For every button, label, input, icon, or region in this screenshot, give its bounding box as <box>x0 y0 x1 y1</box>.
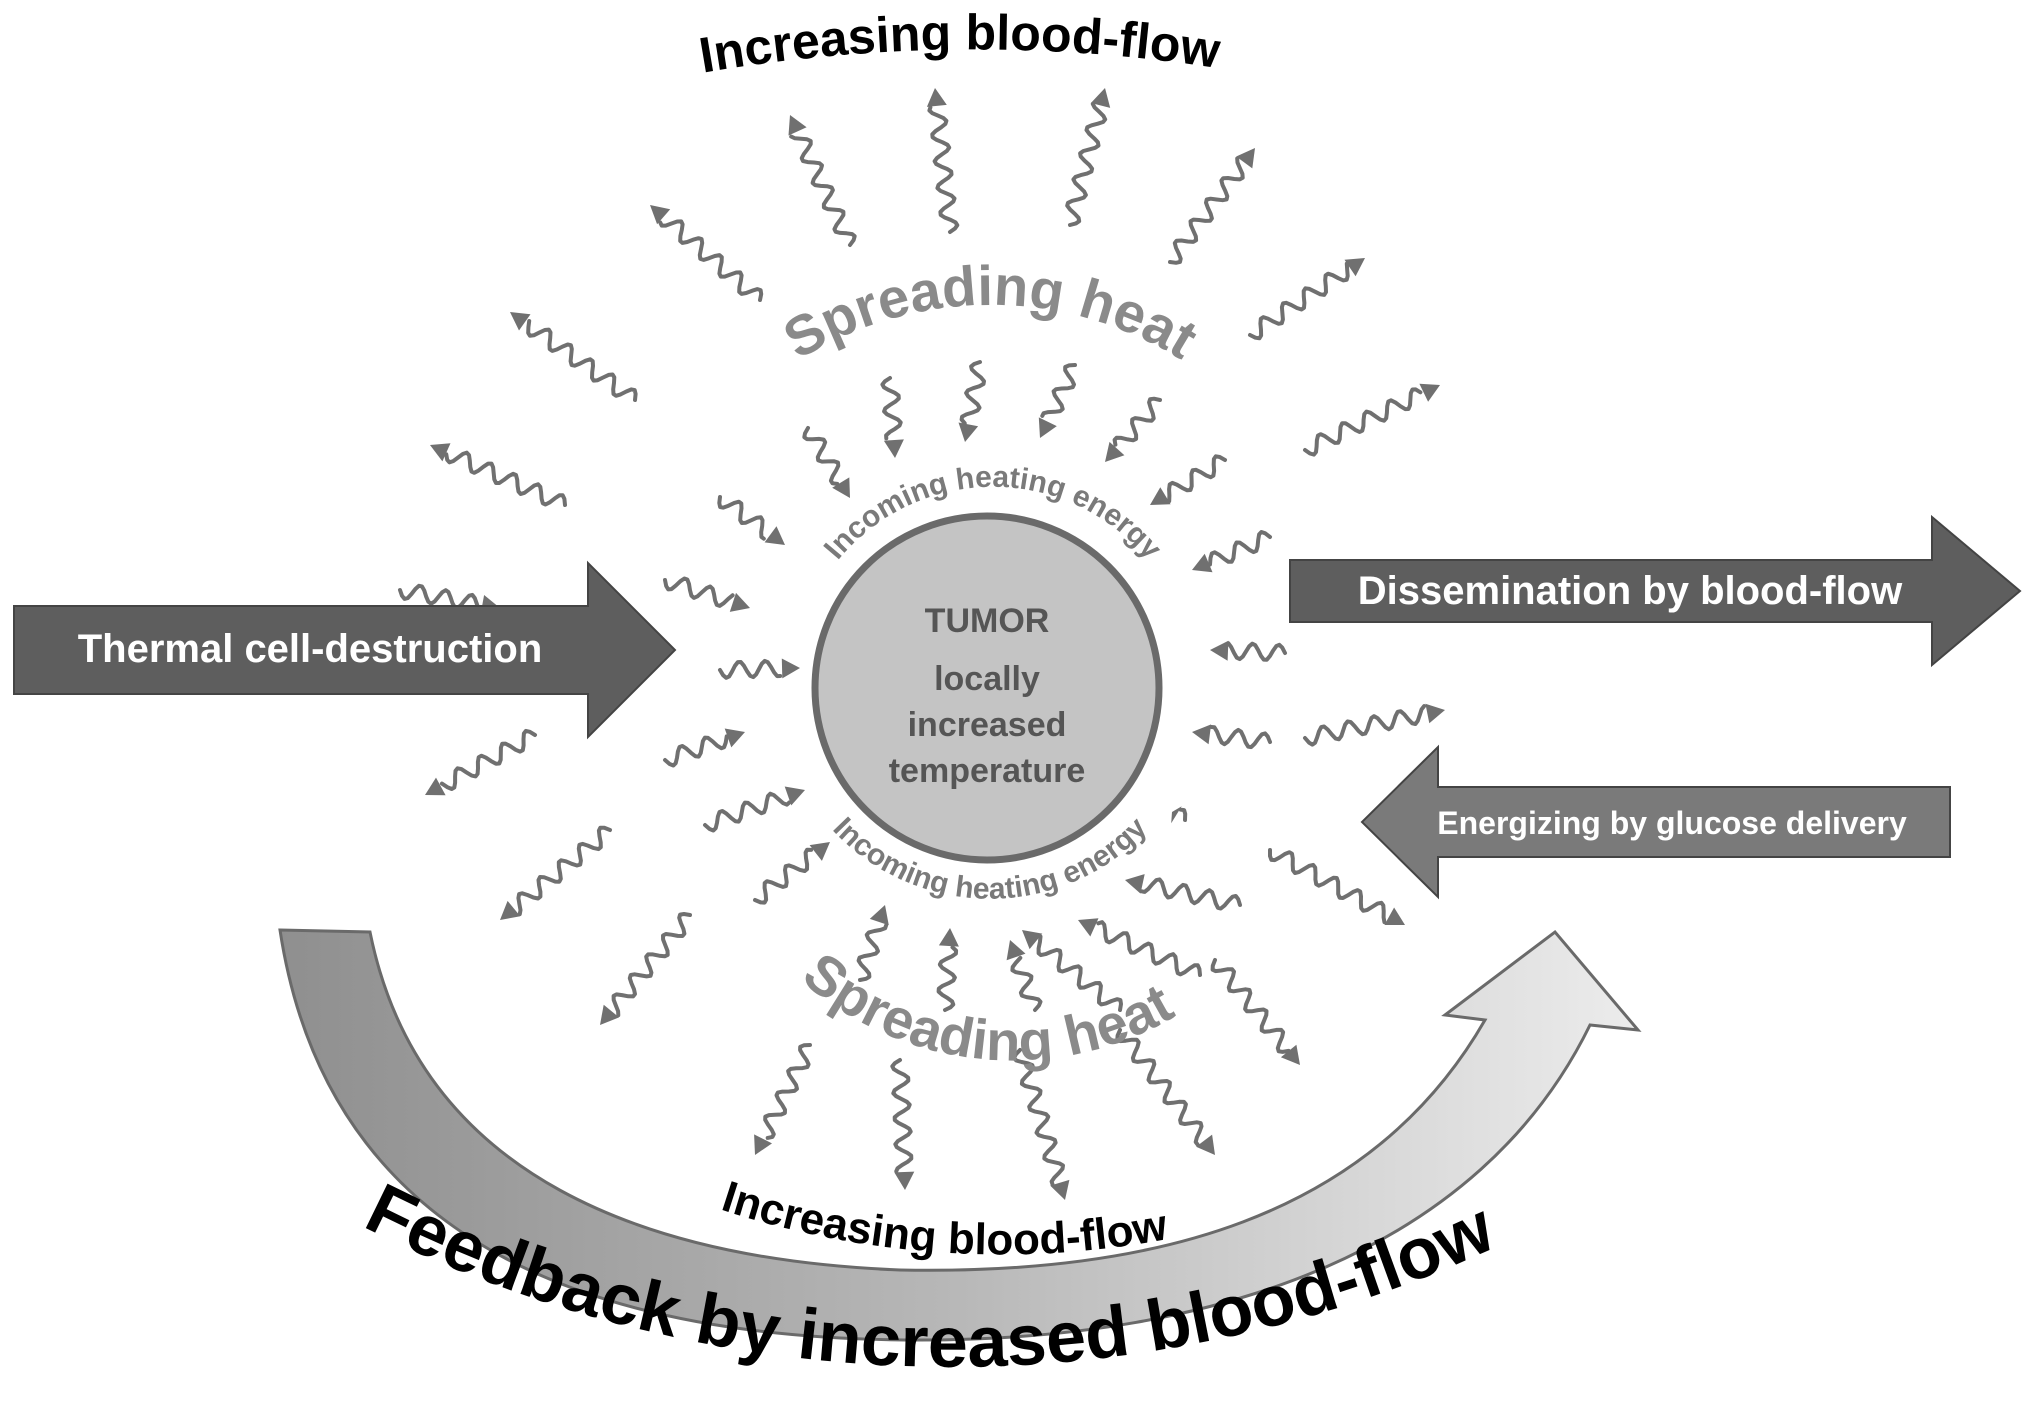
heat-squiggle-head-33 <box>1006 940 1026 961</box>
heat-squiggle-head-1 <box>926 88 947 107</box>
heat-squiggle-17 <box>663 576 735 608</box>
heat-squiggle-8 <box>444 450 567 507</box>
heat-squiggle-head-34 <box>938 928 959 947</box>
energizing-arrow: Energizing by glucose delivery <box>1360 744 1951 900</box>
heat-squiggle-14 <box>1208 530 1272 567</box>
heat-squiggle-head-37 <box>754 1134 772 1155</box>
heat-squiggle-26 <box>663 734 729 768</box>
heat-squiggle-23 <box>398 583 481 612</box>
heat-squiggle-head-21 <box>1425 703 1445 724</box>
tumor-circle <box>811 512 1163 864</box>
heat-squiggle-20 <box>1209 725 1272 750</box>
heat-squiggle-21 <box>1303 704 1427 747</box>
heat-squiggle-0 <box>789 134 857 247</box>
heat-squiggle-29 <box>1178 807 1188 822</box>
heat-squiggle-25 <box>516 825 612 916</box>
heat-squiggle-39 <box>1012 1048 1065 1187</box>
heat-squiggle-head-4 <box>1344 258 1365 277</box>
heat-squiggle-head-8 <box>430 443 451 462</box>
heat-squiggle-30 <box>1139 877 1242 911</box>
heat-squiggle-head-17 <box>729 592 750 612</box>
tumor-title: TUMOR <box>925 602 1050 640</box>
heat-squiggle-head-13 <box>1150 487 1171 505</box>
heat-squiggle-12 <box>1112 396 1162 447</box>
thermal-destruction-label: Thermal cell-destruction <box>78 627 543 671</box>
heat-squiggle-head-22 <box>1384 907 1405 925</box>
heat-squiggle-40 <box>1115 1028 1204 1147</box>
squiggle-arrows-group <box>398 88 1445 1200</box>
tumor-line-1: locally <box>934 660 1040 698</box>
dissemination-label: Dissemination by blood-flow <box>1358 569 1903 613</box>
heat-squiggle-head-40 <box>1196 1134 1215 1155</box>
heat-squiggle-head-20 <box>1192 724 1212 745</box>
heat-squiggle-2 <box>1065 101 1108 227</box>
heat-squiggle-24 <box>439 728 537 791</box>
heat-squiggle-head-32 <box>1022 930 1043 950</box>
heat-squiggle-head-9 <box>883 439 904 458</box>
heat-squiggle-head-18 <box>781 658 800 679</box>
energizing-label: Energizing by glucose delivery <box>1437 805 1907 841</box>
heat-squiggle-37 <box>763 1043 812 1140</box>
heat-squiggle-head-25 <box>500 900 521 920</box>
heat-squiggle-head-41 <box>1280 1044 1300 1065</box>
heat-squiggle-15 <box>802 426 841 486</box>
heat-squiggle-head-0 <box>788 115 807 136</box>
heat-squiggle-head-15 <box>832 477 850 498</box>
tumor-node: TUMOR locally increased temperature <box>811 512 1163 864</box>
heat-squiggle-32 <box>1036 934 1123 1012</box>
heat-squiggle-18 <box>718 658 783 680</box>
heat-squiggle-head-16 <box>764 526 785 545</box>
heat-squiggle-head-6 <box>650 205 671 225</box>
heat-squiggle-19 <box>1226 641 1287 662</box>
heat-squiggle-11 <box>1040 363 1077 418</box>
heat-squiggle-3 <box>1168 156 1245 265</box>
heat-squiggle-head-30 <box>1125 874 1145 894</box>
heat-squiggle-head-24 <box>425 777 446 796</box>
heat-squiggle-27 <box>703 791 792 833</box>
heat-squiggle-head-39 <box>1050 1179 1070 1200</box>
heat-squiggle-28 <box>753 847 814 905</box>
heat-squiggle-31 <box>1096 920 1202 977</box>
heat-squiggle-41 <box>1210 958 1291 1054</box>
heat-squiggle-head-19 <box>1210 640 1229 661</box>
tumor-line-2: increased <box>908 706 1067 744</box>
dissemination-arrow: Dissemination by blood-flow <box>1289 514 2022 668</box>
thermal-destruction-arrow: Thermal cell-destruction <box>13 560 677 740</box>
heat-squiggle-33 <box>1010 955 1043 1012</box>
heat-squiggle-16 <box>717 495 766 541</box>
heat-squiggle-10 <box>959 360 986 426</box>
heat-squiggle-head-38 <box>894 1171 915 1190</box>
tumor-line-3: temperature <box>889 752 1086 790</box>
heat-squiggle-head-7 <box>510 312 531 331</box>
heat-squiggle-head-5 <box>1419 383 1440 402</box>
heat-squiggle-1 <box>927 105 960 234</box>
heat-squiggle-34 <box>936 945 959 1012</box>
heat-squiggle-6 <box>658 219 764 302</box>
heat-squiggle-22 <box>1268 848 1387 925</box>
heat-squiggle-13 <box>1167 454 1227 504</box>
heat-squiggle-head-28 <box>809 842 830 861</box>
heat-squiggle-head-12 <box>1105 441 1125 462</box>
heat-squiggle-head-26 <box>724 728 745 748</box>
heat-squiggle-head-14 <box>1192 553 1213 573</box>
heat-squiggle-7 <box>526 319 638 402</box>
heat-squiggle-head-11 <box>1038 417 1057 438</box>
heat-squiggle-4 <box>1248 261 1350 341</box>
heat-squiggle-38 <box>890 1058 914 1174</box>
heat-squiggle-35 <box>856 923 889 982</box>
heat-squiggle-head-2 <box>1090 88 1111 108</box>
heat-squiggle-head-29 <box>1171 806 1182 824</box>
heat-squiggle-head-10 <box>958 422 979 442</box>
heat-squiggle-head-31 <box>1078 918 1099 937</box>
heat-squiggle-head-35 <box>869 905 889 926</box>
heat-squiggle-head-36 <box>600 1004 620 1025</box>
heat-squiggle-36 <box>611 912 692 1018</box>
heat-squiggle-head-3 <box>1236 148 1255 169</box>
feedback-curved-arrow <box>278 928 1642 1342</box>
heat-squiggle-head-27 <box>784 786 805 806</box>
heat-squiggle-5 <box>1303 387 1423 457</box>
heat-squiggle-9 <box>880 376 903 441</box>
